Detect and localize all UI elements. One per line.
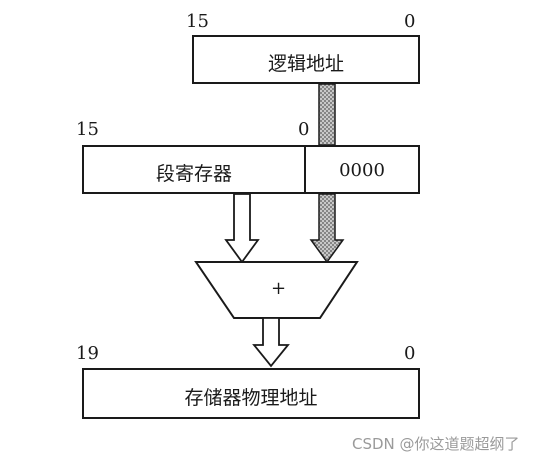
logical-address-label: 逻辑地址 <box>267 53 344 75</box>
adder-plus-symbol: + <box>271 278 287 299</box>
dotted-offset-connector <box>318 83 336 146</box>
dotted-offset-arrow <box>309 193 345 264</box>
segment-register-bit-low: 0 <box>298 119 310 140</box>
sum-arrow <box>252 317 290 368</box>
physical-address-bit-high: 19 <box>76 343 99 364</box>
appended-zero-bits-label: 0000 <box>339 160 385 181</box>
physical-address-label: 存储器物理地址 <box>184 387 318 409</box>
physical-address-box: 存储器物理地址 <box>82 368 420 419</box>
logical-address-bit-high: 15 <box>186 11 209 32</box>
appended-zero-bits-box: 0000 <box>304 145 420 194</box>
csdn-watermark: CSDN @你这道题超纲了 <box>352 435 520 453</box>
segment-arrow <box>224 193 260 264</box>
adder-shape <box>194 261 359 319</box>
segment-register-bit-high: 15 <box>76 119 99 140</box>
logical-address-box: 逻辑地址 <box>192 35 420 84</box>
physical-address-bit-low: 0 <box>404 343 416 364</box>
segment-register-label: 段寄存器 <box>155 163 232 185</box>
segment-register-box: 段寄存器 <box>82 145 306 194</box>
logical-address-bit-low: 0 <box>404 11 416 32</box>
